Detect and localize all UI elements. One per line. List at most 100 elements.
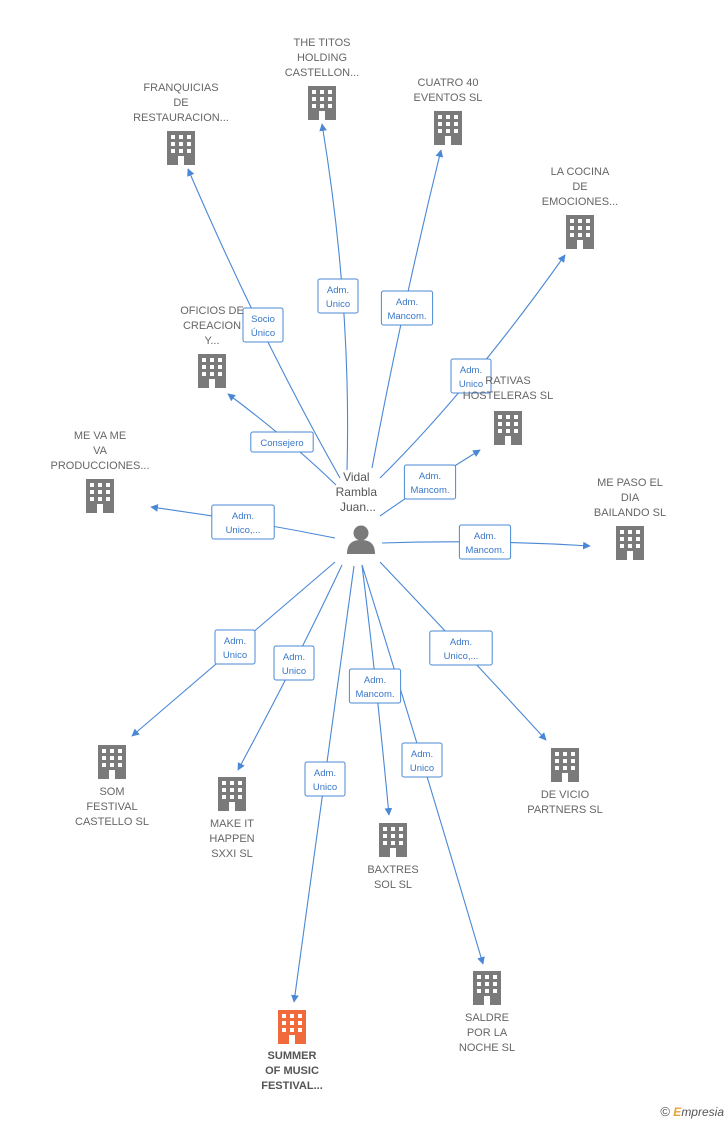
badge-box xyxy=(429,630,493,666)
company-label-line: SXXI SL xyxy=(211,848,253,860)
company-label-line: VA xyxy=(93,445,108,457)
badge-text: Adm. xyxy=(474,531,496,542)
company-label-line: CASTELLON... xyxy=(285,67,360,79)
relation-badge-mepaso[interactable]: Adm.Mancom. xyxy=(458,524,512,560)
relation-badge-devicio[interactable]: Adm.Unico,... xyxy=(429,630,493,666)
company-label-line: BAXTRES xyxy=(367,864,418,876)
center-label-line-2: Rambla xyxy=(336,485,378,499)
company-label-line: SOM xyxy=(99,786,124,798)
center-person[interactable]: Vidal Rambla Juan... xyxy=(336,470,381,554)
brand-logo-rest: mpresia xyxy=(681,1105,724,1119)
relation-badge-titos[interactable]: Adm.Unico xyxy=(317,278,359,314)
relation-badge-cuatro40[interactable]: Adm. Mancom. xyxy=(380,290,434,326)
badge-text: Mancom. xyxy=(387,311,426,322)
copyright-symbol: © xyxy=(660,1104,670,1119)
relation-badge-cooperativas[interactable]: Adm.Mancom. xyxy=(403,464,457,500)
relation-badge-makeit[interactable]: Adm. Unico xyxy=(273,645,315,681)
company-node-saldre[interactable]: SALDRE POR LA NOCHE SL xyxy=(459,971,515,1054)
building-icon xyxy=(434,111,462,145)
badge-box xyxy=(214,629,256,665)
company-label-line: MAKE IT xyxy=(210,818,254,830)
company-label-line: RESTAURACION... xyxy=(133,112,229,124)
relation-badge-som[interactable]: Adm.Unico xyxy=(214,629,256,665)
badge-text: Adm. xyxy=(364,675,386,686)
badge-box xyxy=(403,464,457,500)
company-label-line: HOLDING xyxy=(297,52,347,64)
relation-badge-summer[interactable]: Adm.Unico xyxy=(304,761,346,797)
company-label-line: POR LA xyxy=(467,1027,508,1039)
badge-text: Unico xyxy=(326,299,350,310)
company-label-line: ME VA ME xyxy=(74,430,126,442)
badge-box xyxy=(304,761,346,797)
badge-box xyxy=(317,278,359,314)
company-node-cooperativas[interactable]: RATIVAS HOSTELERAS SL xyxy=(463,375,553,445)
badge-box xyxy=(380,290,434,326)
badge-text: Adm. xyxy=(314,768,336,779)
company-label-line: PRODUCCIONES... xyxy=(50,460,149,472)
center-person-label: Vidal Rambla Juan... xyxy=(336,470,381,514)
company-label: MAKE IT HAPPEN SXXI SL xyxy=(209,818,254,860)
company-label: SALDRE POR LA NOCHE SL xyxy=(459,1012,515,1054)
company-node-mevame[interactable]: ME VA ME VA PRODUCCIONES... xyxy=(50,430,150,513)
badge-text: Mancom. xyxy=(410,485,449,496)
company-label-line: PARTNERS SL xyxy=(527,804,602,816)
building-icon xyxy=(616,526,644,560)
badge-text: Adm. xyxy=(232,511,254,522)
badge-text: Adm. xyxy=(460,365,482,376)
relation-badge-oficios[interactable]: Consejero xyxy=(250,431,314,453)
company-node-makeit[interactable]: MAKE IT HAPPEN SXXI SL xyxy=(209,777,255,860)
company-label-line: DE xyxy=(572,181,587,193)
relation-badge-cocina[interactable]: Adm. Unico xyxy=(450,358,492,394)
badge-box xyxy=(348,668,402,704)
relation-badge-baxtres[interactable]: Adm.Mancom. xyxy=(348,668,402,704)
badge-text: Adm. xyxy=(396,297,418,308)
company-label-line: ME PASO EL xyxy=(597,477,663,489)
badge-box xyxy=(458,524,512,560)
building-icon xyxy=(308,86,336,120)
company-node-devicio[interactable]: DE VICIO PARTNERS SL xyxy=(527,748,603,816)
company-label-line: SALDRE xyxy=(465,1012,509,1024)
badge-text: Unico,... xyxy=(444,651,479,662)
company-label-line: CUATRO 40 xyxy=(418,77,479,89)
company-label-line: HAPPEN xyxy=(209,833,254,845)
building-icon xyxy=(198,354,226,388)
badge-text: Unico xyxy=(459,379,483,390)
badge-text: Unico xyxy=(282,666,306,677)
company-label: DE VICIO PARTNERS SL xyxy=(527,789,602,816)
relation-badge-mevame[interactable]: Adm.Unico,... xyxy=(211,504,275,540)
brand-logo-initial: E xyxy=(673,1105,682,1119)
center-label-line-1: Vidal xyxy=(343,470,369,484)
company-label-line: NOCHE SL xyxy=(459,1042,515,1054)
badge-box xyxy=(401,742,443,778)
company-label-line: HOSTELERAS SL xyxy=(463,390,553,402)
company-label-line: DE VICIO xyxy=(541,789,590,801)
building-icon xyxy=(551,748,579,782)
company-label-line: RATIVAS xyxy=(485,375,530,387)
building-icon xyxy=(167,131,195,165)
company-label-line: CASTELLO SL xyxy=(75,816,149,828)
company-label-line: FESTIVAL... xyxy=(261,1080,323,1092)
relation-badge-saldre[interactable]: Adm.Unico xyxy=(401,742,443,778)
badge-text: Unico xyxy=(223,650,247,661)
badge-text: Adm. xyxy=(283,652,305,663)
building-icon xyxy=(98,745,126,779)
building-icon xyxy=(566,215,594,249)
